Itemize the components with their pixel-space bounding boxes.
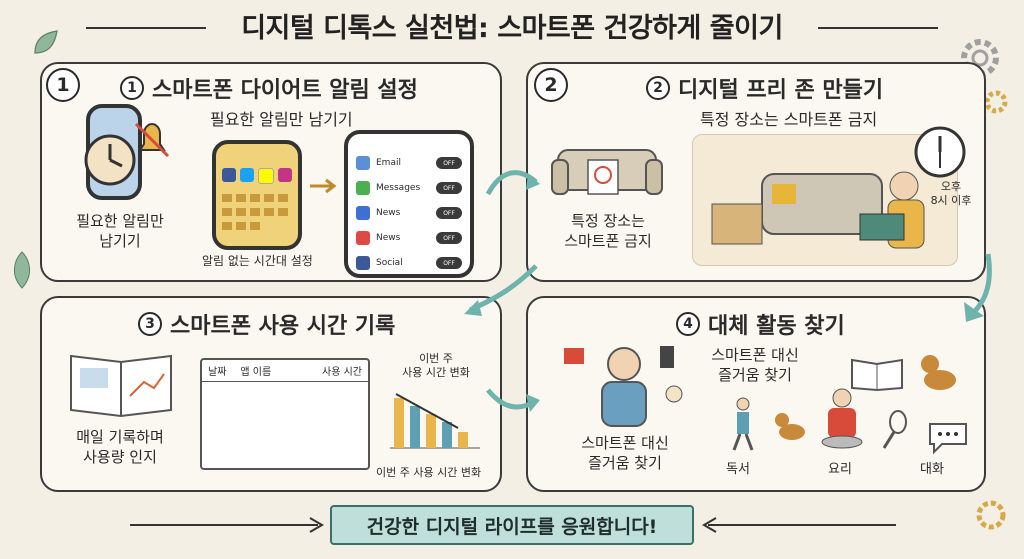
- speech-bubble-icon: [929, 423, 967, 455]
- panel1-caption-mid: 알림 없는 시간대 설정: [202, 254, 313, 268]
- news-icon: [356, 206, 370, 220]
- toggle-switch[interactable]: OFF: [436, 182, 462, 194]
- person-multitask-illustration: [564, 346, 683, 427]
- panel1-subtitle: 필요한 알림만 남기기: [210, 110, 353, 129]
- muted-bell-icon: [134, 122, 170, 158]
- cooking-person-icon: [821, 388, 863, 449]
- panel2-number: 2: [646, 76, 670, 100]
- email-icon: [356, 156, 370, 170]
- panel1-number: 1: [120, 76, 144, 100]
- panel2-title: 2 디지털 프리 존 만들기: [646, 72, 883, 104]
- setting-label: News: [376, 233, 401, 243]
- dog-icon: [775, 413, 805, 440]
- alarm-clock-icon: [84, 134, 136, 186]
- leaf-icon: [34, 30, 58, 54]
- activity-reading-label: 독서: [726, 462, 750, 477]
- flow-arrow-icon: [486, 388, 540, 412]
- panel3-title-text: 스마트폰 사용 시간 기록: [170, 314, 396, 339]
- table-header: 앱 이름: [240, 367, 272, 378]
- facebook-icon: [222, 168, 236, 182]
- whisk-icon: [882, 410, 907, 449]
- clock-icon: [914, 126, 966, 178]
- activity-conversation-label: 대화: [920, 462, 944, 477]
- flow-arrow-icon: [464, 264, 538, 316]
- chart-caption: 이번 주 사용 시간 변화: [376, 466, 482, 479]
- panel3-title: 3 스마트폰 사용 시간 기록: [138, 308, 395, 340]
- panel3-number: 3: [138, 312, 162, 336]
- panel1-title: 1 스마트폰 다이어트 알림 설정: [120, 72, 418, 104]
- panel4-title-text: 대체 활동 찾기: [708, 314, 845, 339]
- walking-person-icon: [732, 397, 754, 451]
- panel4-title: 4 대체 활동 찾기: [676, 308, 845, 340]
- twitter-icon: [240, 168, 254, 182]
- usage-bar-chart: [390, 393, 480, 449]
- panel4-number: 4: [676, 312, 700, 336]
- panel2-subtitle: 특정 장소는 스마트폰 금지: [700, 110, 878, 129]
- panel4-caption-right: 스마트폰 대신 즐거움 찾기: [711, 346, 799, 384]
- social-icon: [356, 256, 370, 270]
- banner-right-arrow: [702, 517, 896, 533]
- book-icon: [851, 358, 903, 392]
- table-header: 사용 시간: [322, 367, 362, 378]
- news-icon: [356, 231, 370, 245]
- setting-row-news[interactable]: News OFF: [356, 202, 462, 224]
- panel1-caption-left: 필요한 알림만 남기기: [76, 212, 164, 250]
- toggle-switch[interactable]: OFF: [436, 257, 462, 269]
- panel2-title-text: 디지털 프리 존 만들기: [678, 78, 884, 103]
- toggle-switch[interactable]: OFF: [436, 157, 462, 169]
- messages-icon: [356, 181, 370, 195]
- arrow-right-icon: [310, 178, 337, 194]
- title-left-line: [86, 27, 206, 29]
- flow-arrow-icon: [964, 253, 992, 322]
- page-title: 디지털 디톡스 실천법: 스마트폰 건강하게 줄이기: [241, 13, 783, 44]
- setting-row-email[interactable]: Email OFF: [356, 152, 462, 174]
- step-badge-1: 1: [46, 68, 80, 102]
- dog-icon: [921, 355, 956, 390]
- log-table-header: 날짜 앱 이름 사용 시간: [202, 360, 368, 382]
- panel3-caption-left: 매일 기록하며 사용량 인지: [76, 428, 164, 466]
- setting-row-messages[interactable]: Messages OFF: [356, 177, 462, 199]
- clock-note: 오후 8시 이후: [930, 180, 972, 208]
- table-header: 날짜: [208, 367, 227, 378]
- calendar-grid: [222, 194, 288, 230]
- flow-arrow-icon: [485, 170, 540, 196]
- banner-left-arrow: [130, 517, 324, 533]
- panel1-title-text: 스마트폰 다이어트 알림 설정: [152, 78, 418, 103]
- step-badge-2: 2: [534, 68, 568, 102]
- snapchat-icon: [258, 168, 274, 184]
- panel2-caption-left: 특정 장소는 스마트폰 금지: [564, 212, 652, 250]
- chart-title: 이번 주 사용 시간 변화: [402, 352, 470, 380]
- app-icons-row: [222, 168, 292, 184]
- notebook-icon: [70, 354, 172, 418]
- toggle-switch[interactable]: OFF: [436, 232, 462, 244]
- leaf-icon: [14, 251, 30, 289]
- gear-icon: [984, 90, 1008, 114]
- toggle-switch[interactable]: OFF: [436, 207, 462, 219]
- gear-icon: [976, 500, 1006, 530]
- sofa-illustration: [551, 149, 663, 195]
- setting-label: Email: [376, 158, 401, 168]
- setting-label: Social: [376, 258, 403, 268]
- setting-row-social[interactable]: Social OFF: [356, 252, 462, 274]
- bottom-banner: 건강한 디지털 라이프를 응원합니다!: [330, 505, 694, 545]
- setting-label: Messages: [376, 183, 421, 193]
- log-table: 날짜 앱 이름 사용 시간: [200, 358, 370, 470]
- title-right-line: [818, 27, 938, 29]
- setting-row-news-2[interactable]: News OFF: [356, 227, 462, 249]
- activity-cooking-label: 요리: [828, 462, 852, 477]
- panel4-caption-center: 스마트폰 대신 즐거움 찾기: [581, 434, 669, 472]
- living-room-illustration: [711, 171, 925, 249]
- setting-label: News: [376, 208, 401, 218]
- instagram-icon: [278, 168, 292, 182]
